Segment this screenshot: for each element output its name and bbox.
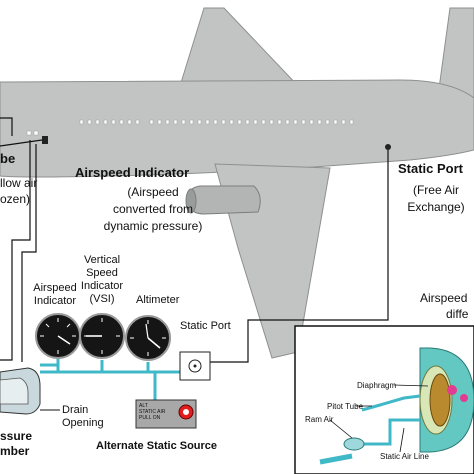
airspeed-indicator-note-1: (Airspeed — [127, 185, 179, 199]
static-port-dot — [385, 144, 391, 150]
altimeter-gauge — [125, 315, 171, 361]
instr-altimeter: Altimeter — [136, 294, 180, 306]
static-port-title: Static Port — [398, 161, 464, 176]
alt-panel-line2: STATIC AIR — [139, 409, 166, 415]
inset-pitot-tube-label: Pitot Tube — [327, 402, 364, 411]
vsi-gauge — [79, 313, 125, 359]
inset-title-line1: Airspeed — [420, 291, 468, 305]
inset-panel — [294, 325, 474, 474]
instr-vsi-line1: Vertical — [83, 254, 121, 266]
pitot-mount — [42, 136, 48, 144]
pitot-static-tubing — [40, 352, 180, 400]
pitot-note-line1: llow air — [0, 176, 38, 190]
instr-static-port: Static Port — [180, 320, 231, 332]
instr-airspeed-line2: Indicator — [33, 295, 77, 307]
inset-title-line2: diffe — [446, 307, 469, 321]
pitot-note-line2: ozen) — [0, 192, 31, 206]
instr-vsi-line4: (VSI) — [89, 293, 115, 305]
instr-vsi-line3: Indicator — [80, 280, 124, 292]
static-port-note-1: (Free Air — [412, 183, 459, 197]
static-port-box — [179, 351, 211, 381]
alternate-static-source-caption: Alternate Static Source — [96, 440, 218, 452]
airspeed-indicator-note-3: dynamic pressure) — [103, 219, 203, 233]
instr-vsi-line2: Speed — [86, 267, 118, 279]
leader-lines — [0, 117, 389, 363]
drain-opening-line1: Drain — [62, 404, 89, 416]
inset-diaphragm-label: Diaphragm — [357, 381, 397, 390]
pitot-tube-label: be — [0, 151, 16, 166]
airplane-windows — [26, 119, 354, 136]
pressure-chamber — [0, 367, 60, 415]
static-port-note-2: Exchange) — [407, 200, 465, 214]
pressure-chamber-line2: mber — [0, 444, 30, 458]
airspeed-gauge — [35, 313, 81, 359]
pressure-chamber-line1: ssure — [0, 429, 33, 443]
airspeed-indicator-title: Airspeed Indicator — [75, 165, 190, 180]
airplane — [0, 7, 474, 359]
inset-ram-air-label: Ram Air — [305, 415, 334, 424]
inset-static-air-line-label: Static Air Line — [380, 452, 429, 461]
airplane-upper-wing — [179, 7, 302, 89]
alt-panel-line1: ALT — [139, 403, 148, 409]
instr-airspeed-line1: Airspeed — [33, 282, 77, 294]
alternate-static-panel — [135, 399, 197, 429]
airspeed-indicator-note-2: converted from — [112, 202, 194, 216]
alt-panel-line3: PULL ON — [139, 415, 161, 421]
drain-opening-line2: Opening — [62, 417, 104, 429]
